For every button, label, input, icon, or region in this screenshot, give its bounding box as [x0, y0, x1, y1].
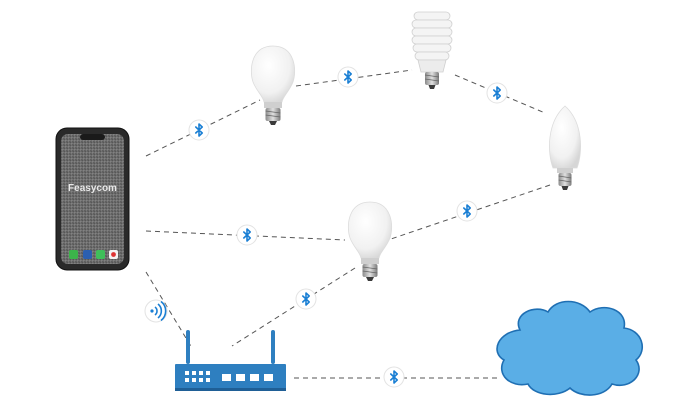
bluetooth-icon [337, 66, 359, 88]
bluetooth-icon [188, 119, 210, 141]
cloud-icon [496, 300, 644, 396]
link-bulb-mid-router [231, 267, 356, 347]
phone-app-icon [96, 250, 105, 259]
bluetooth-icon [486, 82, 508, 104]
smartphone: Feasycom [55, 127, 130, 271]
phone-notch [80, 134, 105, 140]
phone-screen [61, 134, 124, 264]
router-icon [175, 330, 286, 391]
bluetooth-icon [236, 224, 258, 246]
phone-label: Feasycom [68, 183, 117, 194]
light-bulb-icon [548, 105, 582, 191]
phone-app-dot [111, 252, 116, 257]
wifi-icon [144, 299, 168, 323]
bluetooth-icon [383, 366, 405, 388]
phone-app-icon [83, 250, 92, 259]
bluetooth-icon [295, 288, 317, 310]
light-bulb-icon [250, 45, 296, 126]
light-bulb-icon [347, 201, 393, 282]
phone-app-icon [69, 250, 78, 259]
cfl-bulb-icon [411, 11, 453, 89]
bluetooth-icon [456, 200, 478, 222]
link-phone-router [145, 271, 193, 349]
phone-dock [69, 250, 118, 259]
